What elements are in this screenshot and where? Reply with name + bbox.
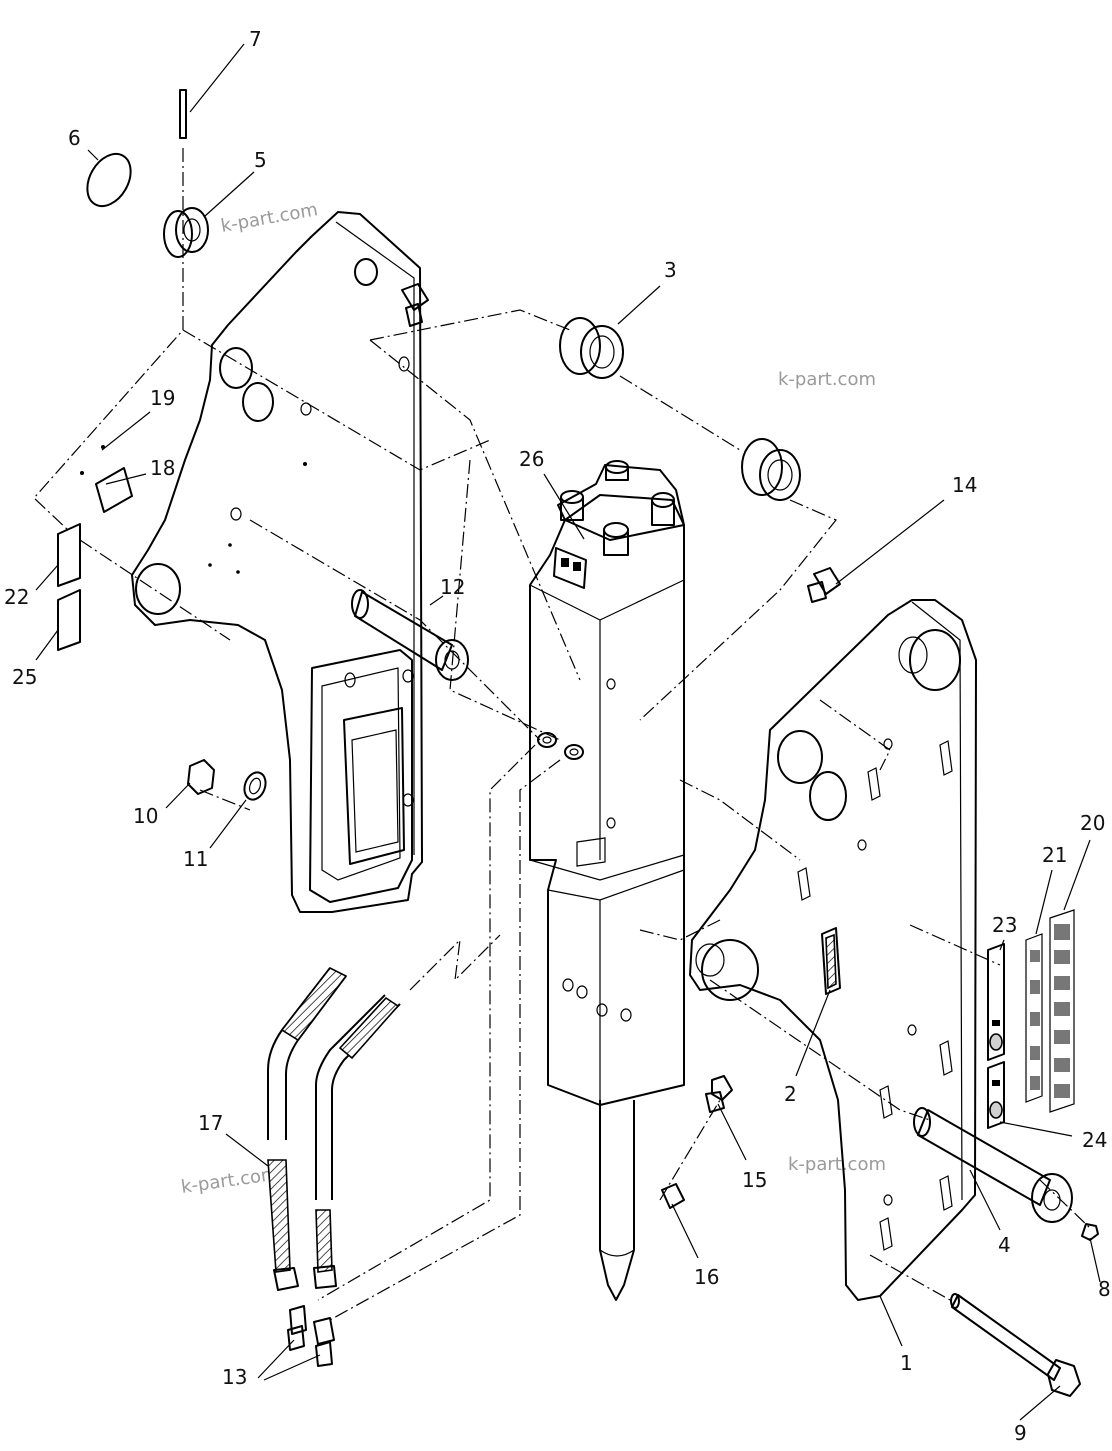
label-plate-25 <box>57 589 81 651</box>
nameplate <box>553 547 587 589</box>
o-ring <box>86 152 132 208</box>
elbow-fitting-14 <box>807 567 841 603</box>
part-label-20: 20 <box>1080 811 1105 835</box>
bushing-3 <box>559 317 624 379</box>
pin-12 <box>351 589 469 681</box>
centerline <box>79 539 231 641</box>
centerline <box>659 1099 721 1201</box>
centerline <box>639 499 837 721</box>
bushing-5 <box>163 207 209 258</box>
centerline <box>329 759 561 1321</box>
centerline <box>409 934 501 991</box>
centerline <box>199 789 251 811</box>
pin-4 <box>913 1107 1073 1223</box>
top-fitting <box>603 522 629 556</box>
part-label-22: 22 <box>4 585 29 609</box>
nut-10 <box>187 759 215 795</box>
part-label-5: 5 <box>254 148 267 172</box>
top-fitting <box>651 492 675 526</box>
label-plate-18 <box>95 467 133 513</box>
hose-17b <box>313 994 401 1289</box>
rubber-strip <box>821 927 841 995</box>
centerline <box>909 924 1001 966</box>
watermark: k-part.com <box>219 199 319 237</box>
centerline <box>619 375 741 451</box>
part-label-25: 25 <box>12 665 37 689</box>
part-label-21: 21 <box>1042 843 1067 867</box>
watermark: k-part.com <box>180 1164 280 1198</box>
part-label-8: 8 <box>1098 1277 1111 1301</box>
part-label-7: 7 <box>249 27 262 51</box>
part-label-26: 26 <box>519 447 544 471</box>
decal-20 <box>1049 909 1075 1113</box>
centerline <box>869 1254 951 1301</box>
washer-11 <box>243 771 267 801</box>
part-label-24: 24 <box>1082 1128 1107 1152</box>
part-label-14: 14 <box>952 473 977 497</box>
part-label-1: 1 <box>900 1351 913 1375</box>
part-label-9: 9 <box>1014 1421 1027 1445</box>
centerline <box>1039 1179 1091 1229</box>
part-label-10: 10 <box>133 804 158 828</box>
leader-lines <box>35 43 1101 1421</box>
part-label-3: 3 <box>664 258 677 282</box>
bushing-3b <box>741 438 801 501</box>
elbow-fitting-13 <box>287 1305 335 1367</box>
centerline <box>709 979 931 1121</box>
chisel <box>599 1100 635 1301</box>
centerline <box>679 779 801 861</box>
roll-pin <box>179 89 187 139</box>
part-label-12: 12 <box>440 575 465 599</box>
part-labels: 7 6 5 3 19 18 26 14 12 22 25 10 11 20 21… <box>4 27 1111 1445</box>
part-label-4: 4 <box>998 1233 1011 1257</box>
centerline <box>317 744 536 1301</box>
bolt-9 <box>950 1293 1081 1397</box>
part-label-23: 23 <box>992 913 1017 937</box>
part-label-13: 13 <box>222 1365 247 1389</box>
top-fitting <box>605 460 629 481</box>
decal-21 <box>1025 933 1043 1103</box>
part-label-17: 17 <box>198 1111 223 1135</box>
right-side-plate <box>689 599 977 1301</box>
hose-17 <box>267 966 348 1291</box>
centerline <box>33 148 184 531</box>
centerline <box>449 459 561 741</box>
watermark: k-part.com <box>778 369 876 390</box>
decal-23 <box>987 943 1005 1129</box>
part-label-6: 6 <box>68 126 81 150</box>
part-label-15: 15 <box>742 1168 767 1192</box>
left-side-plate <box>131 211 423 913</box>
elbow-fitting <box>401 283 429 327</box>
hammer-body <box>529 460 685 1106</box>
centerline <box>369 339 581 681</box>
part-label-2: 2 <box>784 1082 797 1106</box>
fitting-15 <box>705 1075 733 1113</box>
watermark: k-part.com <box>788 1154 886 1175</box>
cap-16 <box>661 1183 685 1209</box>
centerline <box>249 519 541 741</box>
part-label-16: 16 <box>694 1265 719 1289</box>
centerline <box>639 919 721 941</box>
part-label-11: 11 <box>183 847 208 871</box>
centerline <box>819 699 891 771</box>
label-plate-22 <box>57 523 81 587</box>
part-label-19: 19 <box>150 386 175 410</box>
nut-8 <box>1081 1223 1099 1241</box>
part-label-18: 18 <box>150 456 175 480</box>
side-port <box>537 732 584 760</box>
centerline <box>369 309 571 341</box>
